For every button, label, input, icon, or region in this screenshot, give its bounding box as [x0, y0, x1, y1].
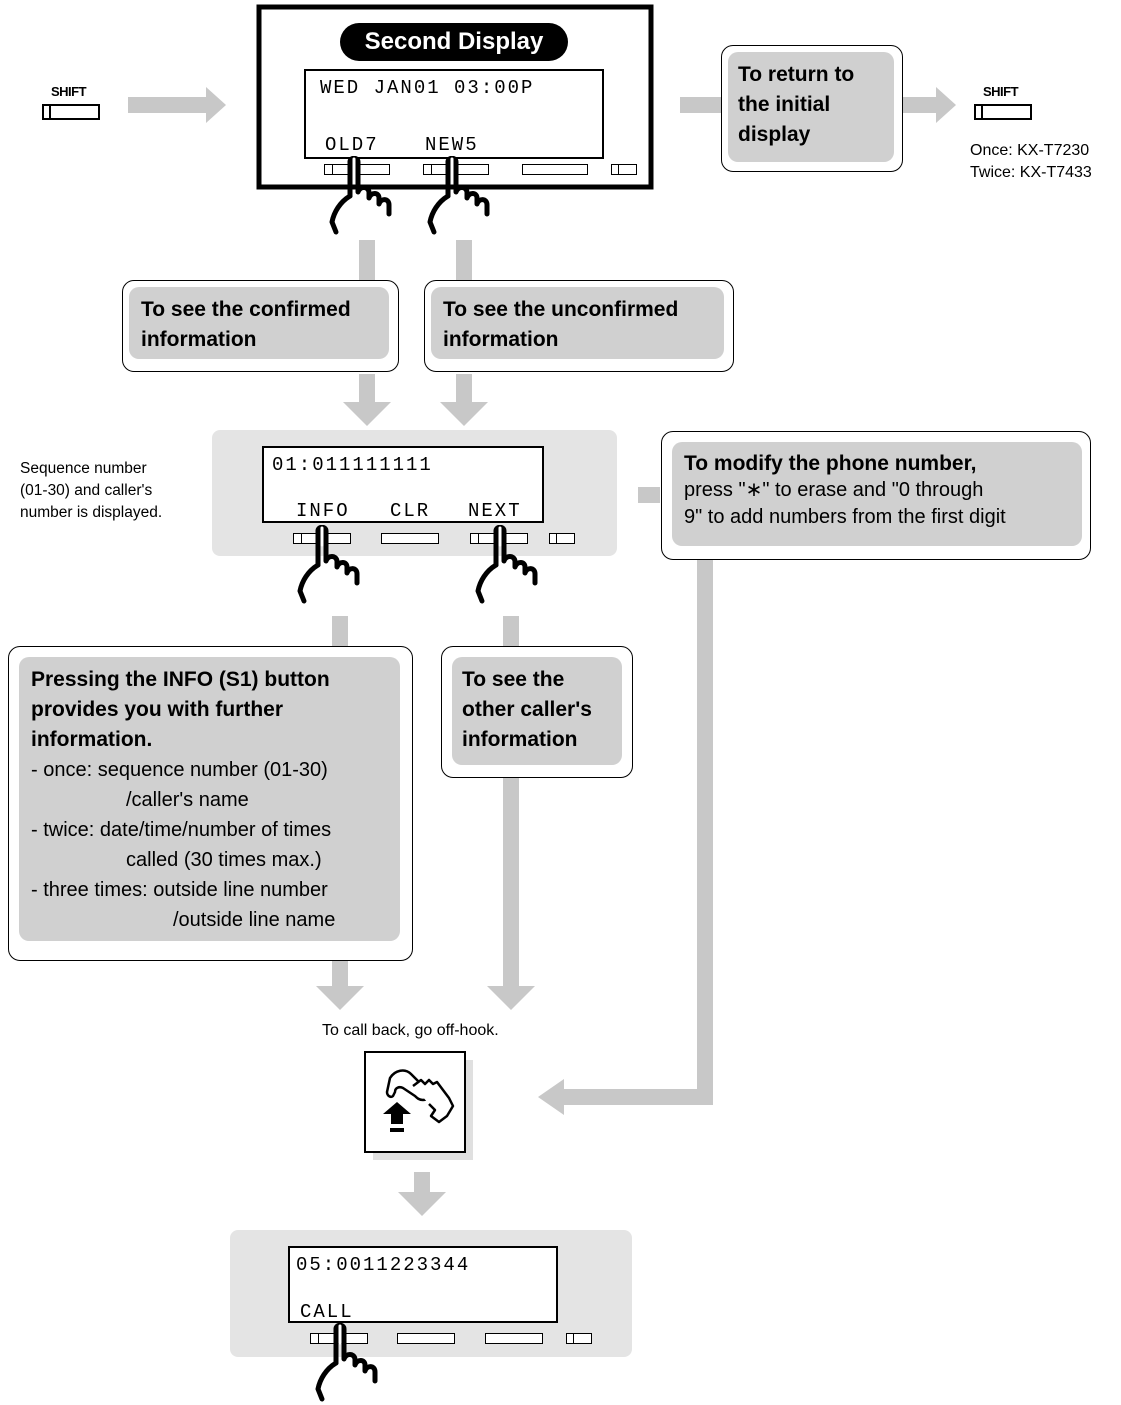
- caller-lcd-next: NEXT: [468, 500, 522, 522]
- call-lcd-key: CALL: [300, 1301, 354, 1323]
- info-box: Pressing the INFO (S1) button provides y…: [8, 646, 413, 961]
- call-display-lcd: [288, 1246, 558, 1323]
- info-box-line6: /outside line name: [173, 909, 336, 931]
- second-display-lcd-old: OLD7: [325, 134, 379, 156]
- model-once: Once: KX-T7230: [970, 142, 1090, 159]
- info-box-line4: called (30 times max.): [126, 849, 322, 871]
- info-box-line5: - three times: outside line number: [31, 879, 328, 901]
- other-caller-line3: information: [462, 728, 578, 751]
- other-caller-box: To see the other caller's information: [441, 646, 633, 778]
- sequence-note-line3: number is displayed.: [20, 504, 163, 521]
- arrow-return-to-shift: [902, 87, 956, 123]
- pointing-hand-icon: [314, 1323, 384, 1405]
- soft-key-call-4[interactable]: [566, 1333, 592, 1344]
- arrow-display-to-return: [680, 97, 724, 113]
- soft-key-3[interactable]: [522, 164, 588, 175]
- soft-key-call-2[interactable]: [397, 1333, 455, 1344]
- soft-key-small[interactable]: [549, 533, 575, 544]
- other-caller-line2: other caller's: [462, 698, 592, 721]
- pointing-hand-icon: [426, 156, 496, 238]
- second-display-title: Second Display: [364, 28, 544, 55]
- soft-key-clr[interactable]: [381, 533, 439, 544]
- confirmed-box-text: To see the confirmed information: [141, 298, 351, 351]
- sequence-note-line2: (01-30) and caller's: [20, 482, 153, 499]
- confirmed-box: To see the confirmed information: [122, 280, 399, 372]
- shift-key-label: SHIFT: [983, 84, 1019, 99]
- other-caller-box-inner: To see the other caller's information: [452, 657, 622, 765]
- info-box-line1: - once: sequence number (01-30): [31, 759, 328, 781]
- shift-key-right[interactable]: SHIFT: [972, 84, 1032, 124]
- modify-box-line3: 9" to add numbers from the first digit: [684, 506, 1006, 528]
- info-box-title3: information.: [31, 728, 153, 751]
- unconfirmed-box-text: To see the unconfirmed information: [443, 298, 679, 351]
- info-box-line3: - twice: date/time/number of times: [31, 819, 332, 841]
- callback-note: To call back, go off-hook.: [322, 1022, 499, 1039]
- return-box-inner: To return to the initial display: [728, 52, 894, 162]
- pointing-hand-icon: [474, 525, 544, 607]
- soft-key-4[interactable]: [611, 164, 637, 175]
- second-display-title-pill: [340, 23, 568, 61]
- call-lcd-line1: 05:0011223344: [296, 1254, 471, 1276]
- second-display-lcd-new: NEW5: [425, 134, 479, 156]
- caller-lcd-clr: CLR: [390, 500, 431, 522]
- info-box-line2: /caller's name: [126, 789, 249, 811]
- unconfirmed-box: To see the unconfirmed information: [424, 280, 734, 372]
- arrow-shift-to-display: [128, 87, 226, 123]
- shift-key-left[interactable]: SHIFT: [40, 84, 100, 124]
- shift-key-icon: [42, 104, 100, 120]
- unconfirmed-box-inner: To see the unconfirmed information: [431, 287, 724, 359]
- caller-lcd-info: INFO: [296, 500, 350, 522]
- modify-box-inner: To modify the phone number, press "∗" to…: [672, 442, 1082, 546]
- sequence-note-line1: Sequence number: [20, 460, 147, 477]
- model-twice: Twice: KX-T7433: [970, 164, 1092, 181]
- info-box-title1: Pressing the INFO (S1) button: [31, 668, 330, 691]
- caller-lcd-line1: 01:011111111: [272, 454, 433, 476]
- info-box-title2: provides you with further: [31, 698, 284, 721]
- soft-key-call-3[interactable]: [485, 1333, 543, 1344]
- return-box: To return to the initial display: [721, 45, 903, 172]
- shift-key-label: SHIFT: [51, 84, 87, 99]
- pointing-hand-icon: [328, 156, 398, 238]
- shift-key-icon: [974, 104, 1032, 120]
- sequence-note: Sequence number (01-30) and caller's num…: [20, 458, 162, 524]
- off-hook-handset-icon: [383, 1069, 455, 1132]
- info-box-inner: Pressing the INFO (S1) button provides y…: [19, 657, 400, 941]
- caller-display-lcd: [262, 446, 544, 523]
- modify-box: To modify the phone number, press "∗" to…: [661, 431, 1091, 560]
- other-caller-line1: To see the: [462, 668, 565, 691]
- return-box-text: To return to the initial display: [738, 63, 855, 146]
- confirmed-box-inner: To see the confirmed information: [129, 287, 389, 359]
- modify-box-line2: press "∗" to erase and "0 through: [684, 479, 984, 501]
- modify-box-title: To modify the phone number,: [684, 452, 977, 475]
- second-display-lcd: [304, 69, 604, 159]
- second-display-lcd-line1: WED JAN01 03:00P: [320, 77, 535, 99]
- pointing-hand-icon: [296, 525, 366, 607]
